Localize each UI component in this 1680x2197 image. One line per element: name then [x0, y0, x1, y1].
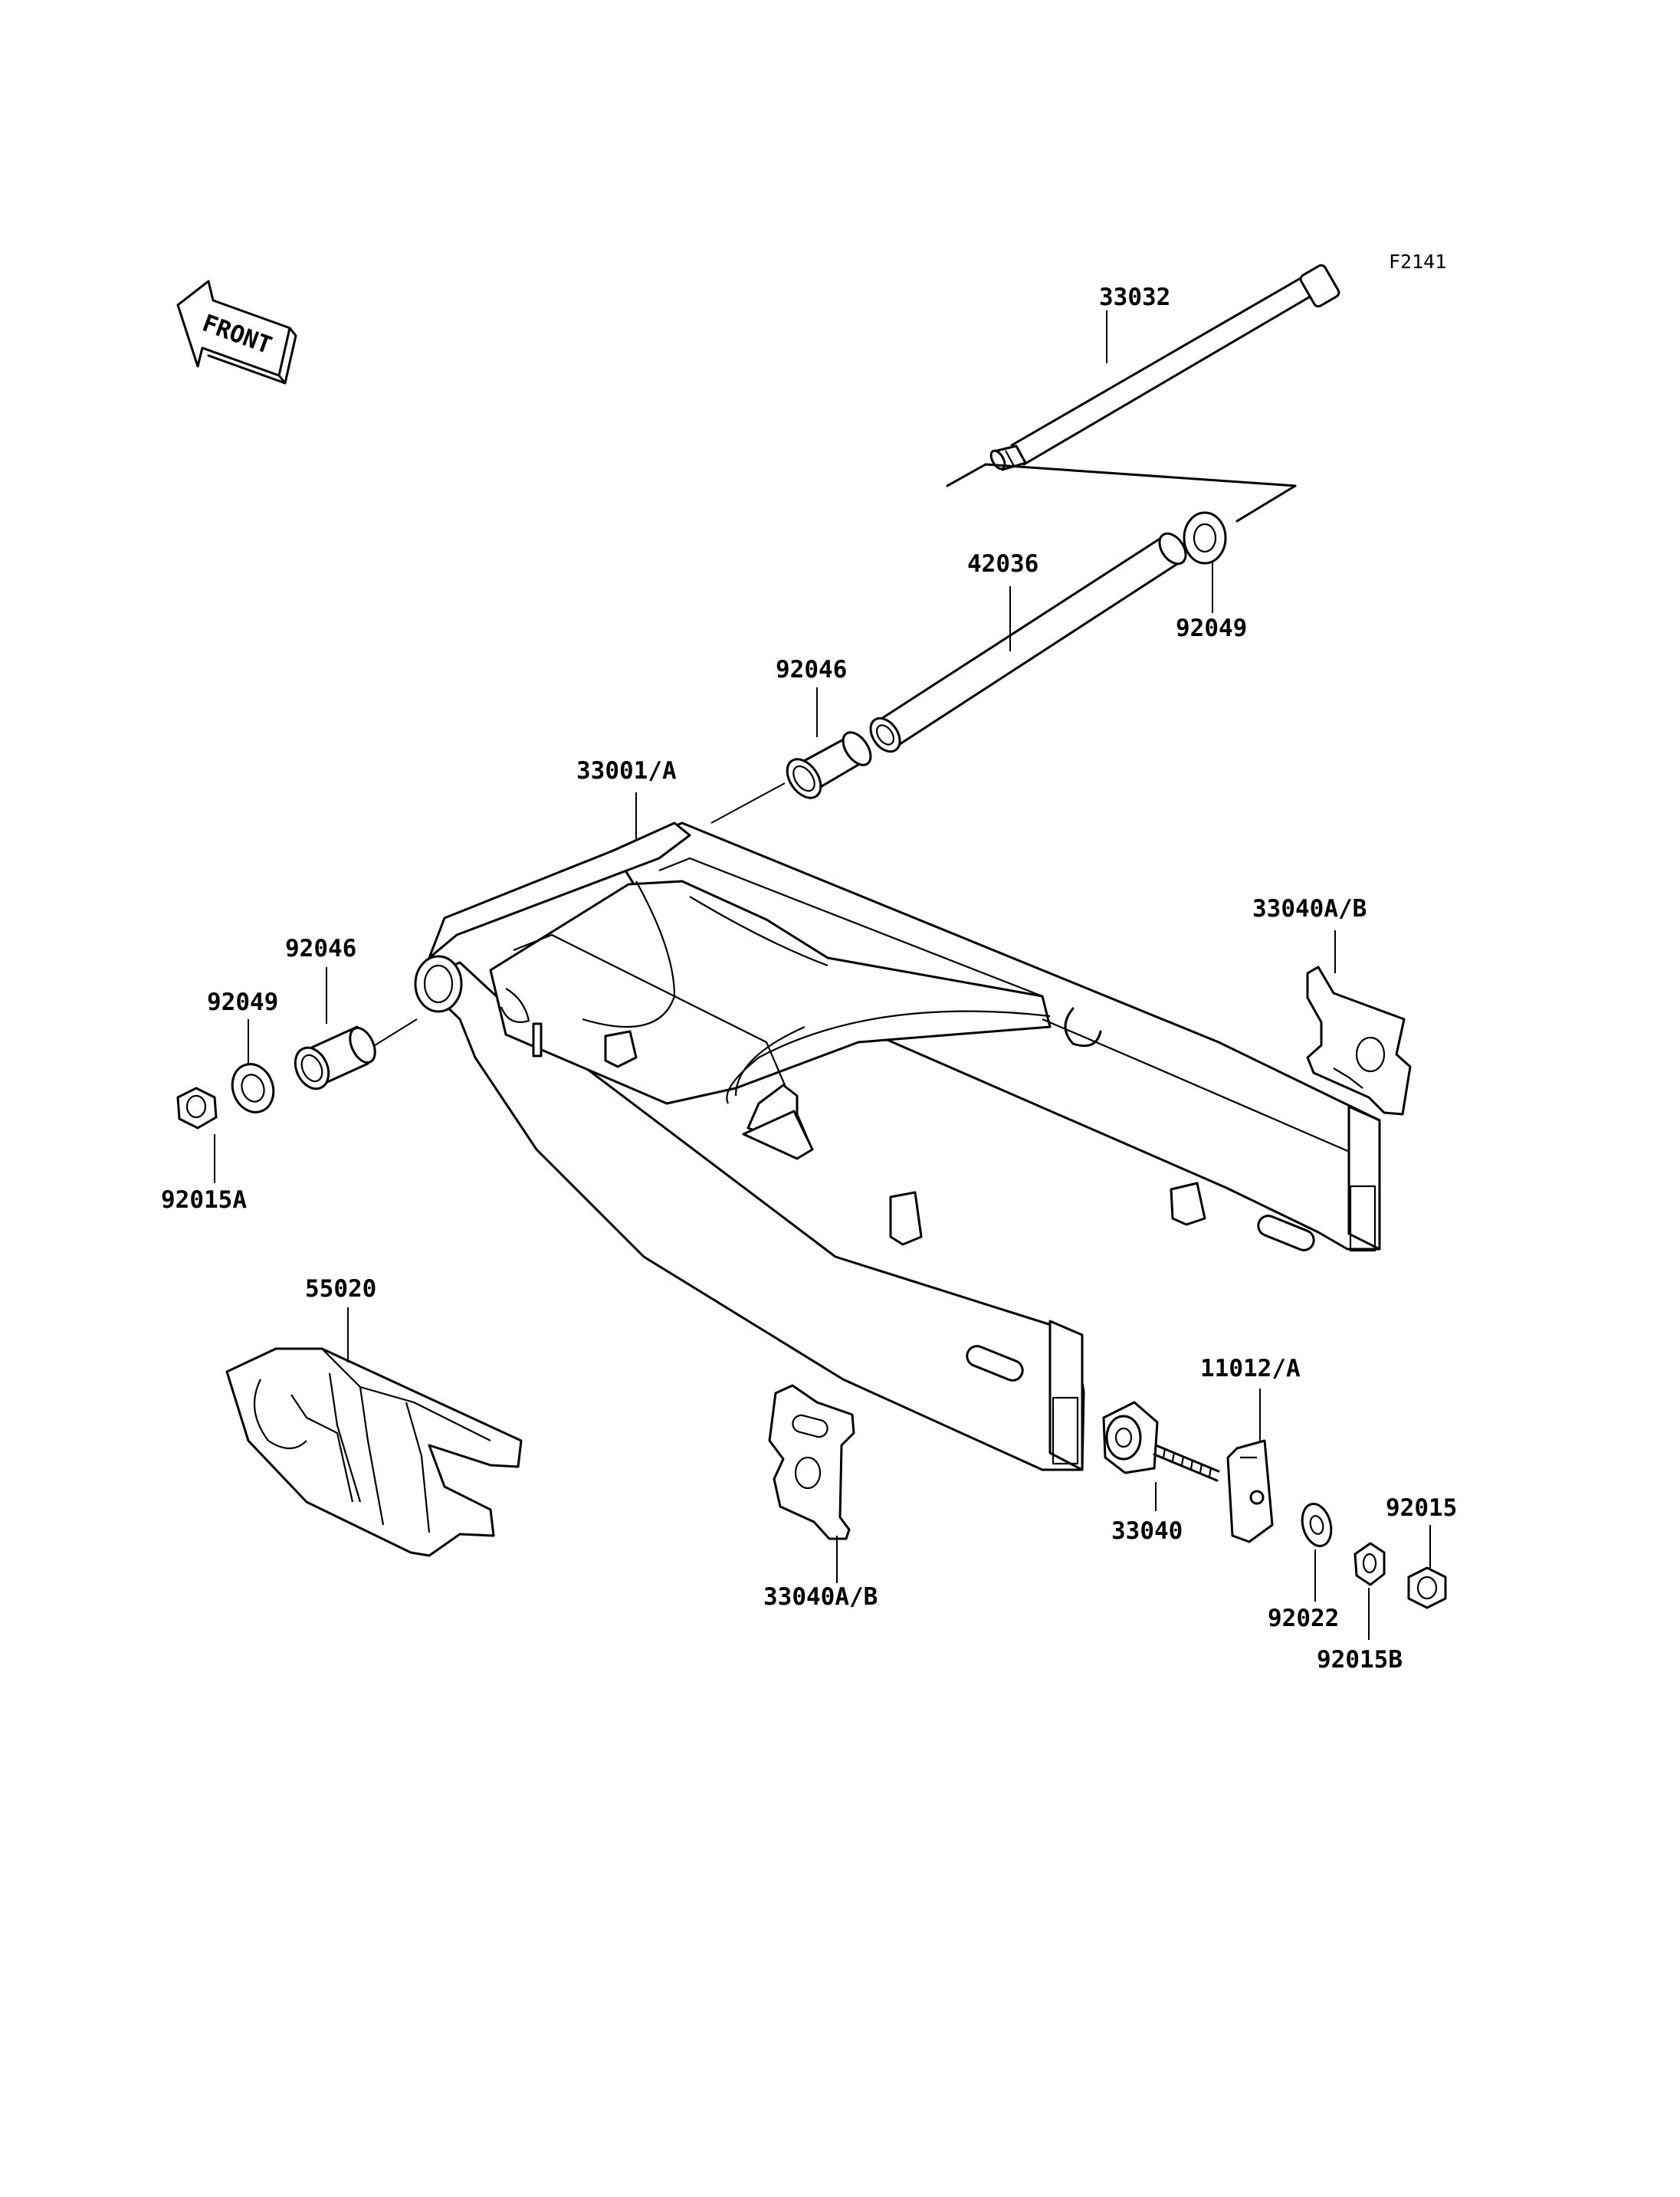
- label-92015: 92015: [1386, 1494, 1457, 1522]
- label-92049-left: 92049: [207, 989, 278, 1016]
- chain-adjuster-33040: [1102, 1401, 1220, 1482]
- swingarm-33001A: [414, 821, 1381, 1471]
- label-33040AB-right: 33040A/B: [1252, 895, 1367, 923]
- chain-guide-55020: [225, 1347, 523, 1557]
- chain-adjuster-33040AB-right: [1306, 966, 1412, 1116]
- needle-bearing-92046-top: [786, 731, 872, 799]
- sleeve-42036: [869, 532, 1187, 753]
- label-55020: 55020: [305, 1275, 376, 1303]
- label-42036: 42036: [967, 550, 1039, 578]
- label-92022: 92022: [1268, 1605, 1339, 1632]
- chain-adjuster-33040AB-bottom: [768, 1384, 855, 1540]
- collar-92049-top: [1183, 511, 1227, 565]
- label-92015A: 92015A: [161, 1186, 247, 1214]
- shaft-break-line: [946, 463, 1297, 523]
- label-33001A: 33001/A: [576, 757, 677, 785]
- pivot-shaft: [989, 264, 1340, 471]
- front-arrow-icon: FRONT: [176, 280, 297, 385]
- washer-92022: [1301, 1503, 1333, 1547]
- label-33032: 33032: [1099, 284, 1170, 311]
- needle-bearing-92046-left: [294, 1025, 376, 1090]
- label-33040AB-bottom: 33040A/B: [763, 1583, 878, 1611]
- nut-92015A: [176, 1087, 218, 1130]
- collar-92049-left: [231, 1063, 275, 1113]
- nut-92015: [1407, 1566, 1447, 1609]
- plate-11012A: [1226, 1439, 1274, 1543]
- label-92049-top: 92049: [1176, 615, 1247, 642]
- label-11012A: 11012/A: [1200, 1355, 1301, 1382]
- label-92046-left: 92046: [285, 935, 356, 962]
- nut-92015B: [1354, 1542, 1386, 1586]
- label-92015B: 92015B: [1317, 1646, 1403, 1674]
- figure-id: F2141: [1389, 251, 1446, 273]
- label-92046-top: 92046: [776, 656, 847, 684]
- label-33040: 33040: [1111, 1517, 1183, 1545]
